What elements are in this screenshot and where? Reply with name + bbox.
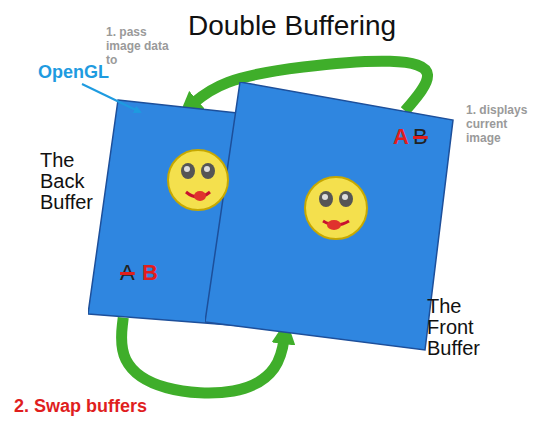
buffer-outline bbox=[205, 82, 455, 352]
buffer-letter: B bbox=[142, 262, 160, 284]
buffer-heading: The Back Buffer bbox=[40, 150, 118, 213]
opengl-pointer bbox=[82, 84, 140, 112]
step-note: 2. Swap buffers bbox=[14, 396, 174, 417]
smiley-face bbox=[168, 150, 228, 210]
buffer-plane bbox=[205, 82, 453, 350]
step-note: 1. pass image data to bbox=[106, 26, 176, 67]
buffer-heading: The Front Buffer bbox=[427, 296, 505, 359]
diagram-title: Double Buffering bbox=[0, 10, 544, 42]
smiley-face bbox=[305, 177, 367, 239]
buffer-panel: The Front BufferAB bbox=[205, 82, 455, 352]
buffer-letter: A bbox=[393, 126, 411, 148]
buffer-letter: A bbox=[120, 262, 138, 284]
step-note: 1. displays current image bbox=[466, 104, 540, 145]
buffer-letter: B bbox=[413, 126, 431, 148]
